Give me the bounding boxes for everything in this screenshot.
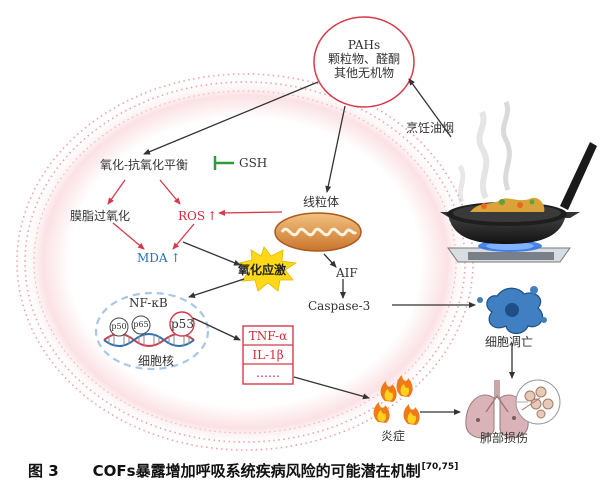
pahs-line1: PAHs bbox=[347, 38, 381, 52]
mitochondrion-icon bbox=[274, 212, 362, 252]
pahs-line3: 其他无机物 bbox=[333, 66, 394, 80]
pahs-label: PAHs 颗粒物、醛酮 其他无机物 bbox=[322, 38, 406, 80]
aif-label: AIF bbox=[336, 266, 358, 280]
gsh-inhibition bbox=[213, 156, 234, 170]
figure-caption: 图 3 COFs暴露增加呼吸系统疾病风险的可能潜在机制[70,75] bbox=[28, 460, 588, 481]
ros-label: ROS↑ bbox=[178, 209, 217, 223]
cytokine-box bbox=[242, 325, 294, 385]
nucleus-label: 细胞核 bbox=[138, 354, 175, 368]
dna-helix-icon bbox=[103, 333, 195, 347]
redox-arrows bbox=[107, 179, 283, 250]
inflammation-label: 炎症 bbox=[381, 429, 406, 443]
p65-circle bbox=[131, 315, 151, 335]
pathway-arrows bbox=[143, 78, 515, 415]
p50-circle bbox=[109, 317, 129, 337]
cooking-stove-icon bbox=[440, 101, 597, 263]
mitochondria-label: 线粒体 bbox=[303, 195, 340, 209]
cytokine-more: …… bbox=[256, 366, 280, 380]
ros-up-arrow: ↑ bbox=[207, 209, 218, 223]
pahs-line2: 颗粒物、醛酮 bbox=[327, 52, 400, 66]
lung-injury-label: 肺部损伤 bbox=[480, 431, 529, 445]
apoptotic-cell-icon bbox=[477, 286, 547, 335]
p65-label: p65 bbox=[133, 320, 149, 329]
cooking-fumes-label: 烹饪油烟 bbox=[406, 121, 455, 135]
pahs-bubble bbox=[313, 16, 415, 108]
mda-text: MDA bbox=[137, 251, 168, 265]
nucleus-shape bbox=[94, 291, 210, 371]
cytokine-tnf: TNF-α bbox=[248, 329, 288, 343]
cytokine-il1b: IL-1β bbox=[252, 348, 284, 362]
p53-circle bbox=[169, 311, 195, 337]
p53-label: p53 bbox=[171, 317, 194, 331]
nfkb-label: NF-κB bbox=[129, 296, 168, 310]
figure-number: 图 3 bbox=[28, 462, 59, 480]
figure-reference: [70,75] bbox=[421, 462, 459, 472]
gsh-label: GSH bbox=[239, 156, 268, 170]
lipid-peroxidation-label: 膜脂过氧化 bbox=[70, 209, 131, 223]
oxidative-stress-star bbox=[237, 246, 298, 292]
redox-balance-label: 氧化-抗氧化平衡 bbox=[100, 158, 189, 172]
fire-icon bbox=[373, 375, 420, 425]
caspase-label: Caspase-3 bbox=[308, 299, 371, 313]
ros-text: ROS bbox=[178, 209, 206, 223]
mda-up-arrow: ↑ bbox=[170, 251, 181, 265]
alveoli-icon bbox=[515, 379, 561, 425]
oxidative-stress-label: 氧化应激 bbox=[238, 263, 287, 277]
apoptosis-label: 细胞凋亡 bbox=[485, 335, 534, 349]
p50-label: p50 bbox=[111, 322, 127, 331]
mda-label: MDA↑ bbox=[137, 251, 181, 265]
figure-title: COFs暴露增加呼吸系统疾病风险的可能潜在机制 bbox=[92, 462, 421, 480]
